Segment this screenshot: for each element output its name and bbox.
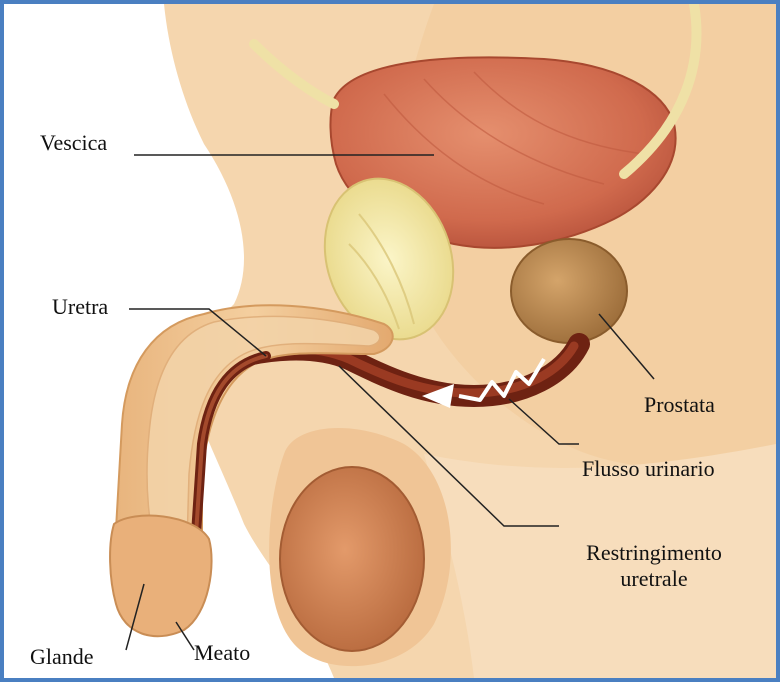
- label-restringimento-uretrale: Restringimento uretrale: [554, 540, 754, 592]
- label-uretra: Uretra: [52, 294, 108, 320]
- testis: [280, 467, 424, 651]
- label-meato: Meato: [194, 640, 250, 666]
- glans: [110, 516, 212, 637]
- label-restringimento-line1: Restringimento: [554, 540, 754, 566]
- label-prostata: Prostata: [644, 392, 715, 418]
- label-flusso-urinario: Flusso urinario: [582, 456, 715, 482]
- label-vescica: Vescica: [40, 130, 107, 156]
- label-glande: Glande: [30, 644, 94, 670]
- label-restringimento-line2: uretrale: [554, 566, 754, 592]
